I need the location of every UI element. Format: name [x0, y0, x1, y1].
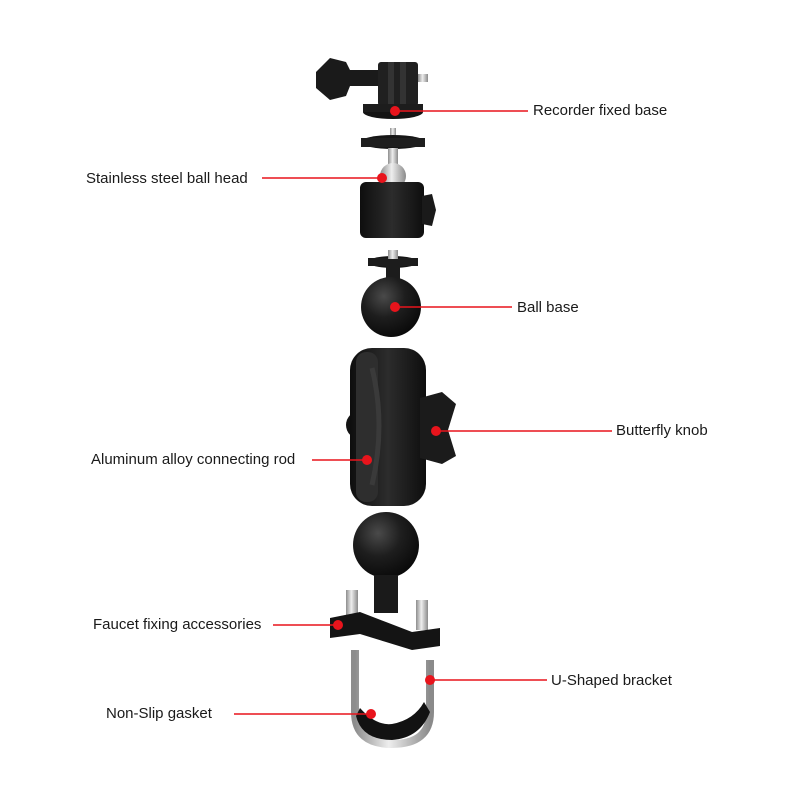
label-recorder-fixed-base: Recorder fixed base	[533, 102, 668, 119]
label-aluminum-alloy-connecting-rod: Aluminum alloy connecting rod	[91, 451, 296, 468]
leader-lines	[234, 110, 612, 715]
label-non-slip-gasket: Non-Slip gasket	[106, 705, 212, 722]
label-ball-base: Ball base	[517, 299, 579, 316]
dot-butterfly-knob	[431, 426, 441, 436]
leader-dots	[333, 106, 441, 719]
label-stainless-steel-ball-head: Stainless steel ball head	[86, 170, 248, 187]
label-butterfly-knob: Butterfly knob	[616, 422, 708, 439]
dot-faucet-fixing	[333, 620, 343, 630]
stainless-steel-ball-head-part	[360, 128, 436, 238]
dot-u-bracket	[425, 675, 435, 685]
connecting-rod-part	[346, 348, 456, 506]
dot-connecting-rod	[362, 455, 372, 465]
dot-ball-head	[377, 173, 387, 183]
u-shaped-bracket-part	[351, 650, 434, 749]
dot-ball-base	[390, 302, 400, 312]
faucet-fixing-part	[330, 512, 440, 650]
dot-non-slip-gasket	[366, 709, 376, 719]
label-u-shaped-bracket: U-Shaped bracket	[551, 672, 672, 689]
ball-base-part	[361, 250, 421, 337]
label-faucet-fixing-accessories: Faucet fixing accessories	[93, 616, 262, 633]
dot-recorder-fixed-base	[390, 106, 400, 116]
recorder-fixed-base-part	[316, 58, 428, 119]
